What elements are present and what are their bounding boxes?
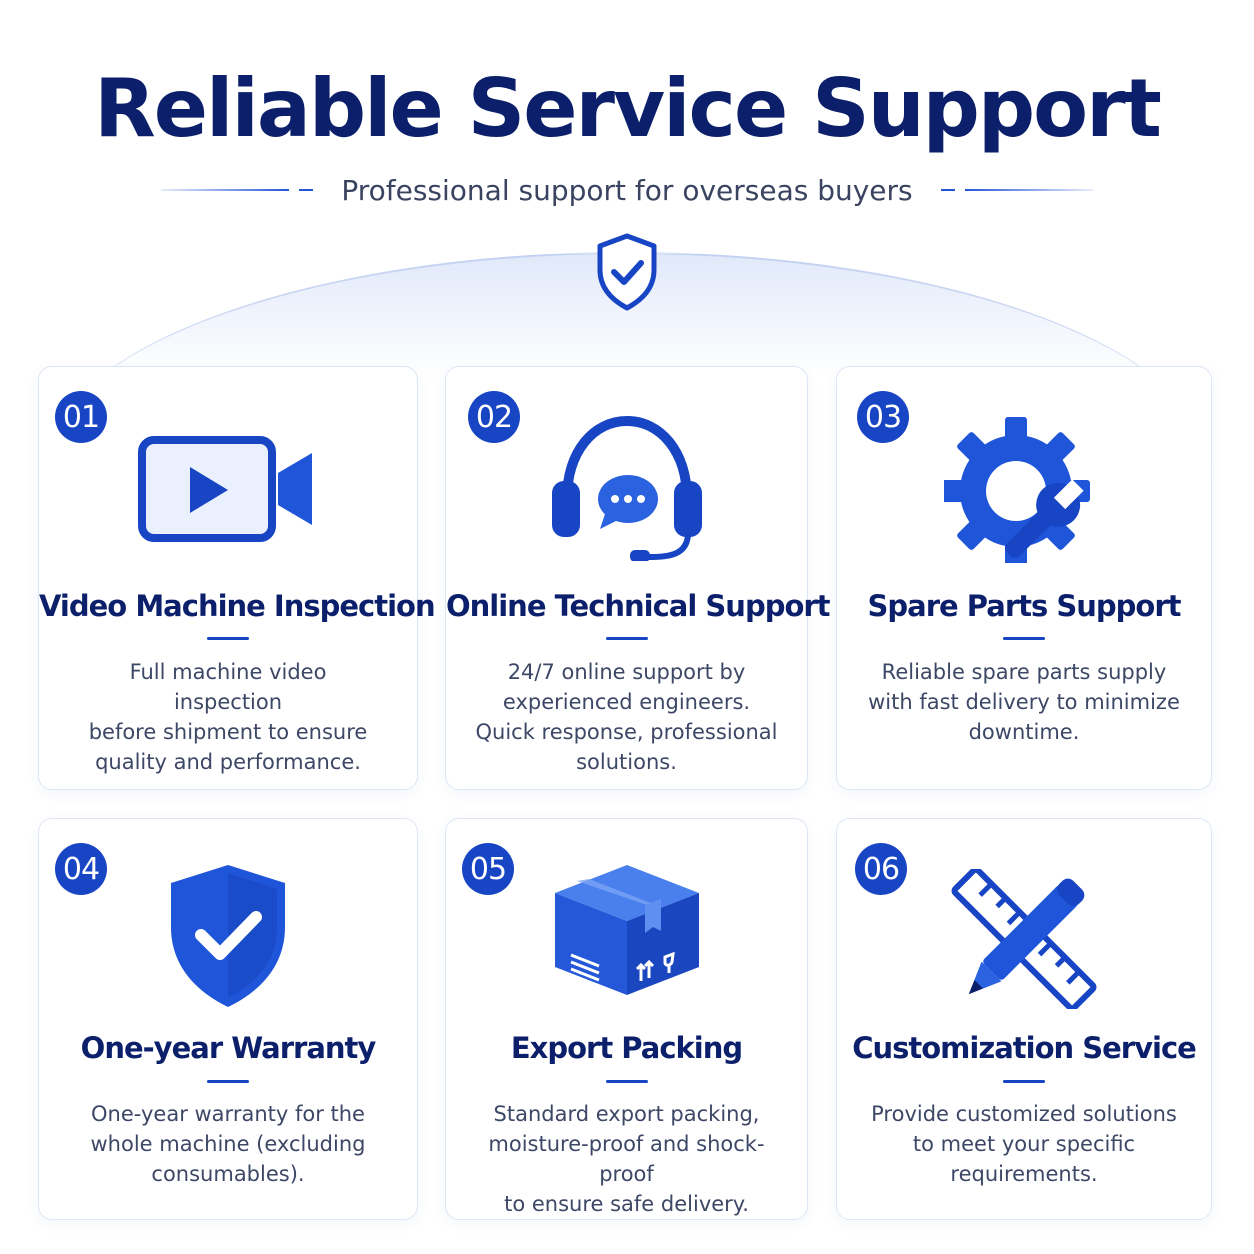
card-title: Video Machine Inspection xyxy=(39,589,436,623)
service-card-spare-parts: 03 Spar xyxy=(836,366,1212,790)
card-number-badge: 05 xyxy=(462,843,514,895)
shield-check-icon xyxy=(171,865,285,1007)
card-title-underline xyxy=(207,1080,249,1083)
package-box-icon xyxy=(554,865,699,995)
card-title-underline xyxy=(1003,637,1045,640)
service-card-video-inspection: 01 Video Machine Inspection Full machine… xyxy=(38,366,436,790)
service-card-technical-support: 02 Online Technical Support 24/7 online … xyxy=(445,366,831,790)
card-title-underline xyxy=(207,637,249,640)
subtitle-divider-left xyxy=(161,189,314,191)
service-card-warranty: 04 One-year Warranty One-year warranty f… xyxy=(38,818,418,1220)
service-card-export-packing: 05 Export Packing Standard export packin… xyxy=(445,818,808,1220)
card-description: 24/7 online support by experienced engin… xyxy=(475,660,778,774)
shield-check-icon xyxy=(597,233,657,311)
card-title: One-year Warranty xyxy=(80,1031,377,1065)
card-description: One-year warranty for the whole machine … xyxy=(90,1102,366,1186)
service-card-customization: 06 Customization Service xyxy=(836,818,1212,1220)
card-title: Online Technical Support xyxy=(446,589,831,623)
subtitle-row: Professional support for overseas buyers xyxy=(0,170,1254,210)
card-title: Export Packing xyxy=(510,1031,743,1065)
ruler-pencil-icon xyxy=(951,869,1097,1009)
card-number-badge: 04 xyxy=(55,843,107,895)
card-title-underline xyxy=(605,637,648,640)
headset-icon xyxy=(551,415,702,561)
card-description: Provide customized solutions to meet you… xyxy=(871,1102,1177,1186)
page-title: Reliable Service Support xyxy=(94,62,1162,155)
card-title-underline xyxy=(605,1080,648,1083)
card-number-badge: 02 xyxy=(468,391,520,443)
card-title: Spare Parts Support xyxy=(867,589,1182,623)
card-title: Customization Service xyxy=(852,1031,1197,1065)
video-camera-icon xyxy=(138,436,312,542)
page-subtitle: Professional support for overseas buyers xyxy=(341,173,913,207)
card-description: Full machine video inspection before shi… xyxy=(88,660,368,774)
gear-wrench-icon xyxy=(944,417,1090,563)
card-title-underline xyxy=(1003,1080,1045,1083)
card-number-badge: 03 xyxy=(857,391,909,443)
card-description: Reliable spare parts supply with fast de… xyxy=(868,660,1180,744)
card-number-badge: 01 xyxy=(55,391,107,443)
card-number-badge: 06 xyxy=(855,843,907,895)
subtitle-divider-right xyxy=(940,189,1093,191)
card-description: Standard export packing, moisture-proof … xyxy=(488,1102,765,1216)
